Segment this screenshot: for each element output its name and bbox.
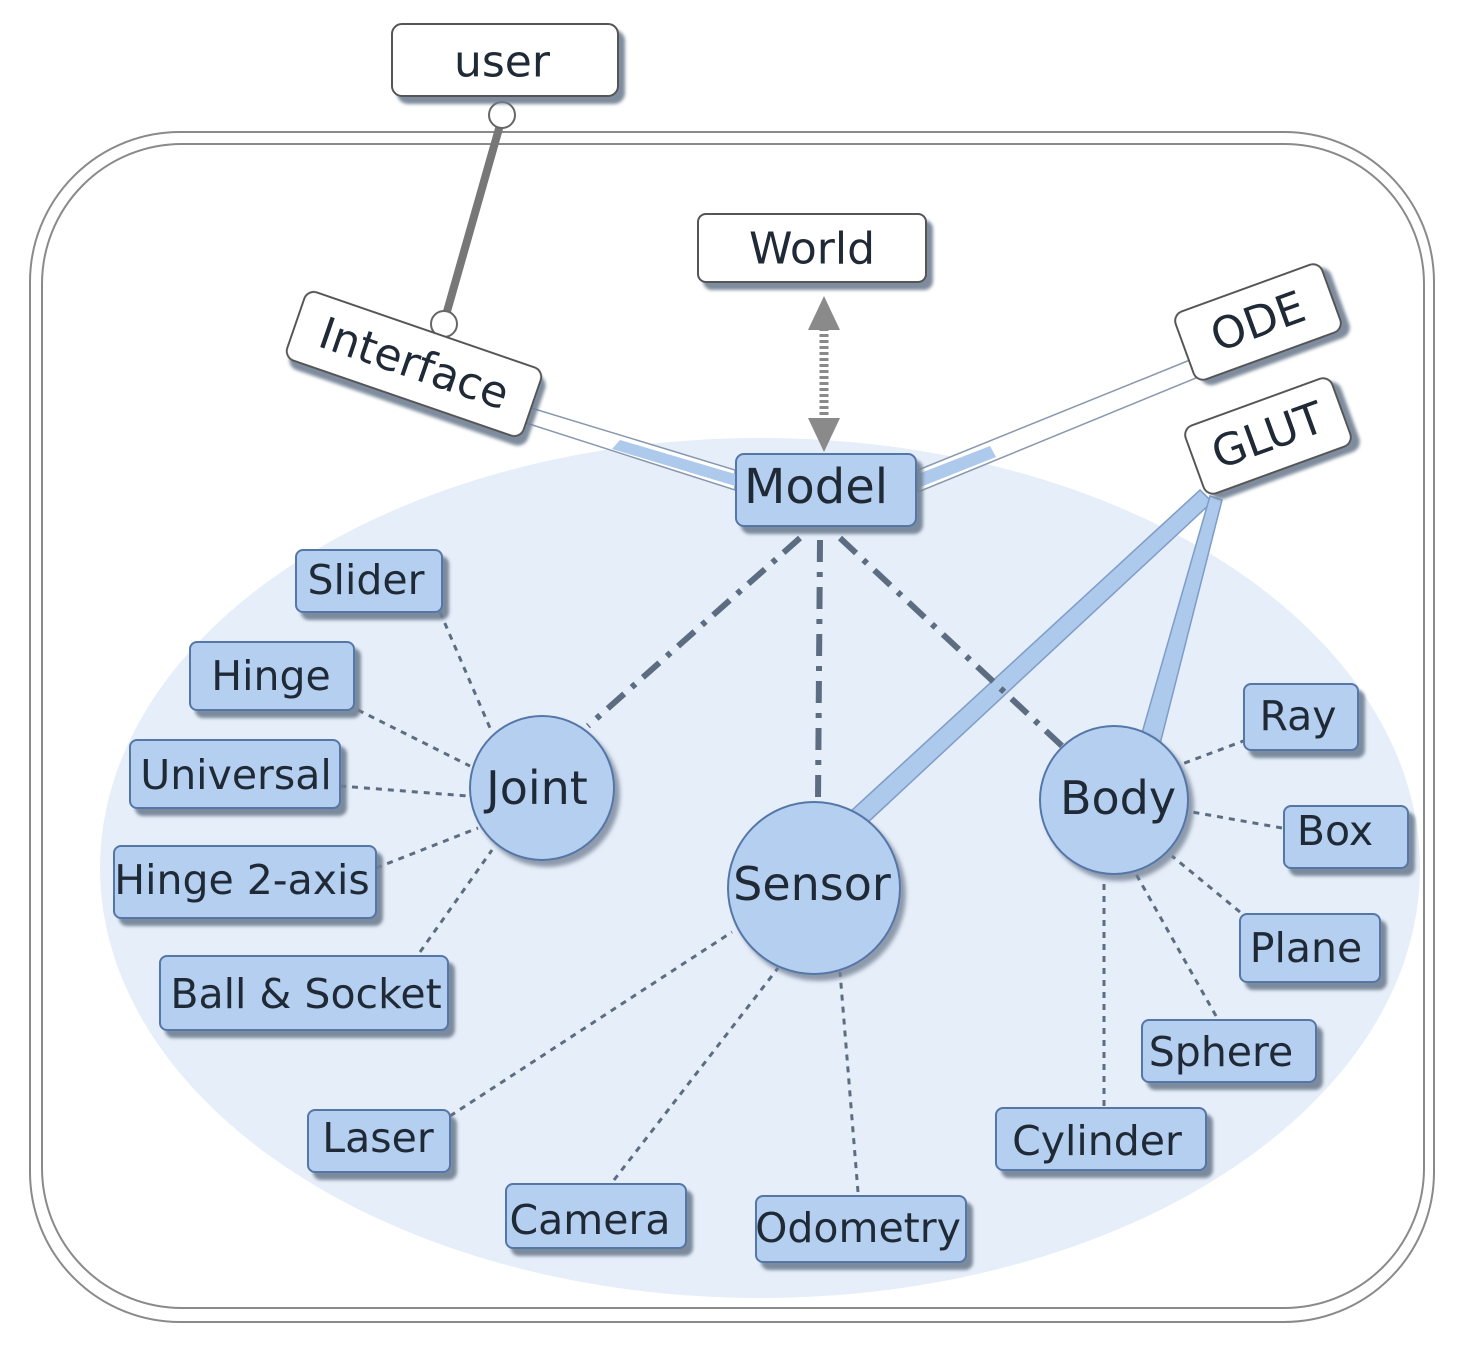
box-label: Box: [1297, 807, 1373, 855]
ball-socket-node[interactable]: Ball & Socket: [159, 955, 449, 1031]
sensor-camera-link: [612, 967, 780, 1181]
cylinder-node[interactable]: Cylinder: [995, 1107, 1207, 1171]
sphere-node[interactable]: Sphere: [1141, 1019, 1317, 1083]
plane-label: Plane: [1250, 924, 1362, 972]
hinge2-node[interactable]: Hinge 2-axis: [113, 845, 377, 919]
sensor-odometry-link: [838, 971, 860, 1193]
user-node[interactable]: user: [391, 23, 619, 97]
model-joint-link: [586, 535, 802, 729]
hinge2-label: Hinge 2-axis: [114, 856, 370, 904]
world-node[interactable]: World: [697, 213, 927, 283]
model-body-link: [837, 535, 1065, 749]
arrow-down-icon: [808, 418, 840, 452]
camera-label: Camera: [510, 1196, 671, 1244]
slider-node[interactable]: Slider: [295, 549, 443, 613]
ray-label: Ray: [1260, 692, 1337, 740]
world-label: World: [749, 224, 875, 275]
interface-model-link-inner: [612, 440, 735, 486]
outer-frame: [29, 131, 1435, 1323]
joint-ball-link: [418, 849, 494, 953]
model-sensor-link: [815, 539, 823, 801]
hinge-label: Hinge: [211, 652, 330, 700]
sphere-label: Sphere: [1149, 1028, 1293, 1076]
odometry-node[interactable]: Odometry: [755, 1195, 967, 1263]
interface-node[interactable]: Interface: [284, 289, 544, 438]
sensor-laser-link: [449, 930, 733, 1118]
odometry-label: Odometry: [755, 1204, 961, 1252]
camera-node[interactable]: Camera: [505, 1183, 687, 1249]
inner-frame: [41, 143, 1425, 1309]
body-label: Body: [1060, 771, 1176, 825]
ode-model-link: [917, 359, 1197, 494]
universal-label: Universal: [140, 751, 332, 799]
body-plane-link: [1171, 854, 1241, 914]
body-node[interactable]: Body: [1039, 725, 1189, 875]
interface-label: Interface: [313, 308, 516, 420]
plane-node[interactable]: Plane: [1239, 913, 1381, 983]
ball-socket-label: Ball & Socket: [170, 970, 441, 1018]
glut-node[interactable]: GLUT: [1182, 375, 1353, 496]
arrow-up-icon: [808, 296, 840, 330]
cylinder-label: Cylinder: [1012, 1117, 1182, 1165]
ode-model-link-inner: [918, 446, 996, 488]
sensor-node[interactable]: Sensor: [727, 801, 901, 975]
body-box-link: [1191, 810, 1283, 830]
joint-label: Joint: [483, 761, 588, 815]
joint-universal-link: [339, 784, 469, 798]
model-node[interactable]: Model: [735, 453, 917, 527]
user-interface-link: [440, 114, 506, 326]
ray-node[interactable]: Ray: [1243, 683, 1359, 751]
laser-node[interactable]: Laser: [307, 1109, 451, 1173]
slider-label: Slider: [308, 556, 425, 604]
user-label: user: [454, 37, 551, 88]
laser-label: Laser: [322, 1114, 434, 1162]
joint-hinge-link: [357, 708, 471, 768]
joint-node[interactable]: Joint: [469, 715, 615, 861]
user-port-top: [488, 101, 516, 129]
box-node[interactable]: Box: [1283, 805, 1409, 869]
model-label: Model: [744, 459, 888, 515]
joint-slider-link: [438, 611, 492, 729]
universal-node[interactable]: Universal: [129, 739, 341, 809]
sensor-label: Sensor: [733, 857, 891, 911]
body-sphere-link: [1134, 873, 1218, 1017]
ode-node[interactable]: ODE: [1172, 261, 1343, 382]
hinge-node[interactable]: Hinge: [189, 641, 355, 711]
